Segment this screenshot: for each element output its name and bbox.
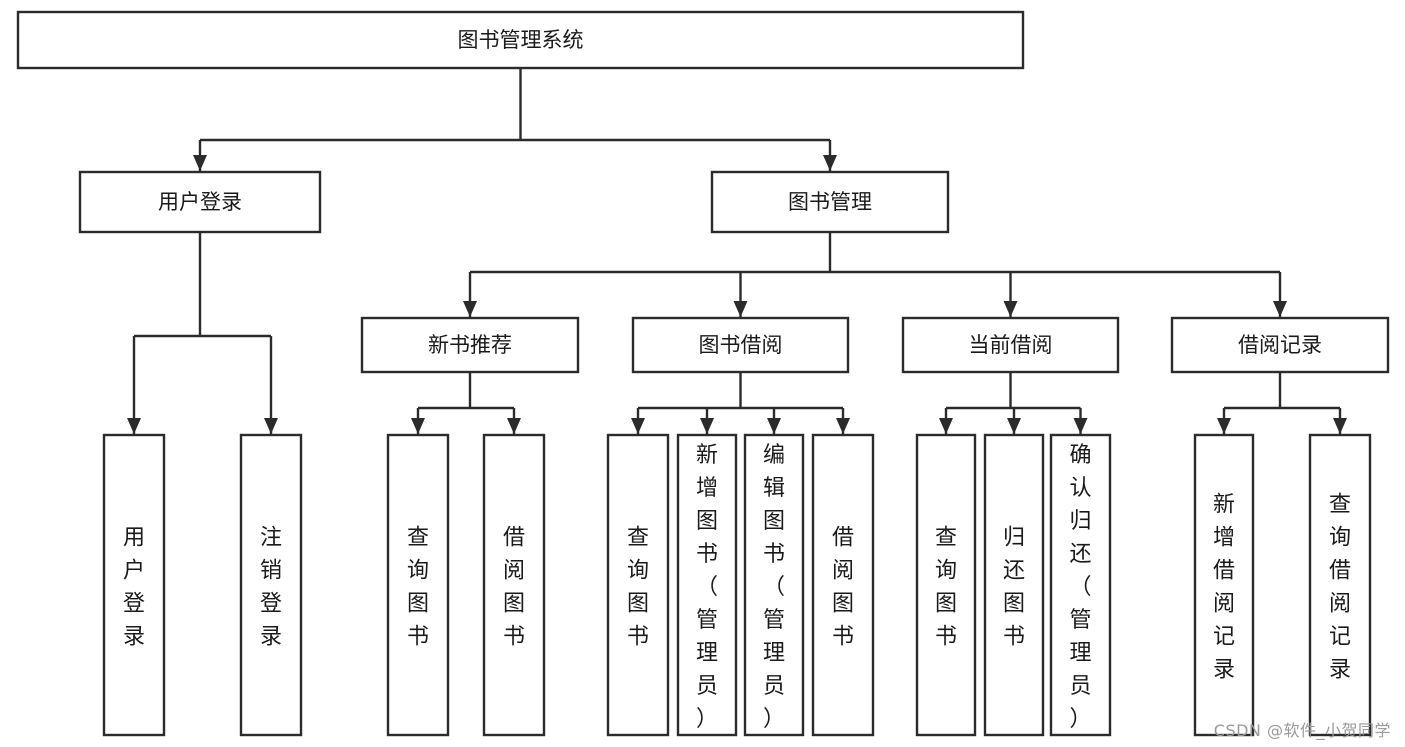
node-user-login[interactable]: 用户登录 [78, 170, 322, 234]
node-leaf-confirm-return[interactable]: 确认归还（管理员） [1049, 433, 1112, 737]
node-new-book-recommend[interactable]: 新书推荐 [360, 316, 580, 374]
node-box-user-login[interactable] [78, 170, 322, 234]
conn-borrow-record-arrow-1 [1333, 418, 1347, 434]
node-box-leaf-query-book-rec[interactable] [386, 433, 450, 737]
conn-book-manage-arrow-3 [1273, 301, 1287, 317]
node-leaf-return-book[interactable]: 归还图书 [983, 433, 1045, 737]
node-leaf-add-record[interactable]: 新增借阅记录 [1193, 433, 1255, 737]
node-leaf-borrow-book-rec[interactable]: 借阅图书 [482, 433, 546, 737]
conn-book-manage-arrow-2 [1003, 301, 1018, 317]
node-box-leaf-return-book[interactable] [983, 433, 1045, 737]
node-book-manage[interactable]: 图书管理 [710, 170, 950, 234]
node-root[interactable]: 图书管理系统 [16, 10, 1025, 70]
node-label-leaf-return-book: 归还图书 [1003, 526, 1025, 650]
node-box-leaf-add-record[interactable] [1193, 433, 1255, 737]
conn-root-arrow-0 [193, 155, 207, 171]
node-label-leaf-add-book: 新增图书（管理员） [696, 443, 718, 732]
node-box-current-borrow[interactable] [901, 316, 1120, 374]
conn-book-borrow-arrow-1 [700, 418, 714, 434]
node-label-borrow-record: 借阅记录 [1238, 333, 1322, 357]
node-box-root[interactable] [16, 10, 1025, 70]
node-box-book-manage[interactable] [710, 170, 950, 234]
node-box-book-borrow[interactable] [631, 316, 850, 374]
node-label-book-borrow: 图书借阅 [699, 333, 783, 357]
conn-user-login-arrow-1 [264, 418, 278, 434]
node-leaf-logout[interactable]: 注销登录 [239, 433, 303, 737]
conn-current-borrow-arrow-1 [1007, 418, 1021, 434]
node-box-leaf-query-book-current[interactable] [915, 433, 977, 737]
node-label-leaf-query-book-rec: 查询图书 [407, 526, 429, 650]
conn-new-book-recommend-arrow-0 [411, 418, 425, 434]
node-current-borrow[interactable]: 当前借阅 [901, 316, 1120, 374]
conn-book-manage-arrow-1 [733, 301, 748, 317]
node-box-borrow-record[interactable] [1170, 316, 1390, 374]
node-book-borrow[interactable]: 图书借阅 [631, 316, 850, 374]
node-leaf-query-book-current[interactable]: 查询图书 [915, 433, 977, 737]
node-label-leaf-query-book-borrow: 查询图书 [627, 526, 649, 650]
node-borrow-record[interactable]: 借阅记录 [1170, 316, 1390, 374]
node-label-leaf-borrow-book: 借阅图书 [832, 526, 854, 650]
node-label-book-manage: 图书管理 [788, 190, 872, 214]
conn-current-borrow-arrow-2 [1073, 418, 1088, 434]
conn-book-borrow-arrow-0 [631, 418, 645, 434]
conn-current-borrow-arrow-0 [939, 418, 953, 434]
conn-book-borrow-arrow-3 [836, 418, 850, 434]
node-leaf-edit-book[interactable]: 编辑图书（管理员） [743, 433, 805, 737]
node-box-leaf-query-book-borrow[interactable] [606, 433, 670, 737]
node-box-leaf-add-book[interactable] [676, 433, 738, 737]
node-label-leaf-logout: 注销登录 [260, 526, 282, 650]
node-label-current-borrow: 当前借阅 [969, 333, 1053, 357]
node-box-leaf-confirm-return[interactable] [1049, 433, 1112, 737]
node-leaf-borrow-book[interactable]: 借阅图书 [811, 433, 875, 737]
node-layer: 图书管理系统用户登录图书管理新书推荐图书借阅当前借阅借阅记录用户登录注销登录查询… [16, 10, 1390, 737]
node-label-leaf-edit-book: 编辑图书（管理员） [763, 443, 785, 732]
node-box-leaf-edit-book[interactable] [743, 433, 805, 737]
node-label-leaf-borrow-book-rec: 借阅图书 [503, 526, 525, 650]
connector-layer [127, 68, 1347, 434]
node-label-leaf-add-record: 新增借阅记录 [1213, 493, 1235, 683]
conn-book-borrow-arrow-2 [767, 418, 781, 434]
node-label-leaf-confirm-return: 确认归还（管理员） [1069, 443, 1091, 732]
node-box-leaf-borrow-book-rec[interactable] [482, 433, 546, 737]
node-label-leaf-query-record: 查询借阅记录 [1329, 493, 1351, 683]
node-leaf-query-record[interactable]: 查询借阅记录 [1308, 433, 1372, 737]
conn-borrow-record-arrow-0 [1217, 418, 1231, 434]
conn-book-manage-arrow-0 [463, 301, 477, 317]
node-box-leaf-query-record[interactable] [1308, 433, 1372, 737]
conn-root-arrow-1 [823, 155, 837, 171]
node-leaf-query-book-borrow[interactable]: 查询图书 [606, 433, 670, 737]
node-box-leaf-borrow-book[interactable] [811, 433, 875, 737]
node-leaf-add-book[interactable]: 新增图书（管理员） [676, 433, 738, 737]
node-box-leaf-logout[interactable] [239, 433, 303, 737]
node-box-leaf-user-login[interactable] [102, 433, 166, 737]
node-label-new-book-recommend: 新书推荐 [428, 333, 512, 357]
node-label-user-login: 用户登录 [158, 190, 242, 214]
conn-new-book-recommend-arrow-1 [507, 418, 521, 434]
node-leaf-user-login[interactable]: 用户登录 [102, 433, 166, 737]
node-label-root: 图书管理系统 [458, 28, 584, 52]
node-label-leaf-query-book-current: 查询图书 [935, 526, 957, 650]
node-box-new-book-recommend[interactable] [360, 316, 580, 374]
node-leaf-query-book-rec[interactable]: 查询图书 [386, 433, 450, 737]
node-label-leaf-user-login: 用户登录 [123, 526, 145, 650]
conn-user-login-arrow-0 [127, 418, 141, 434]
